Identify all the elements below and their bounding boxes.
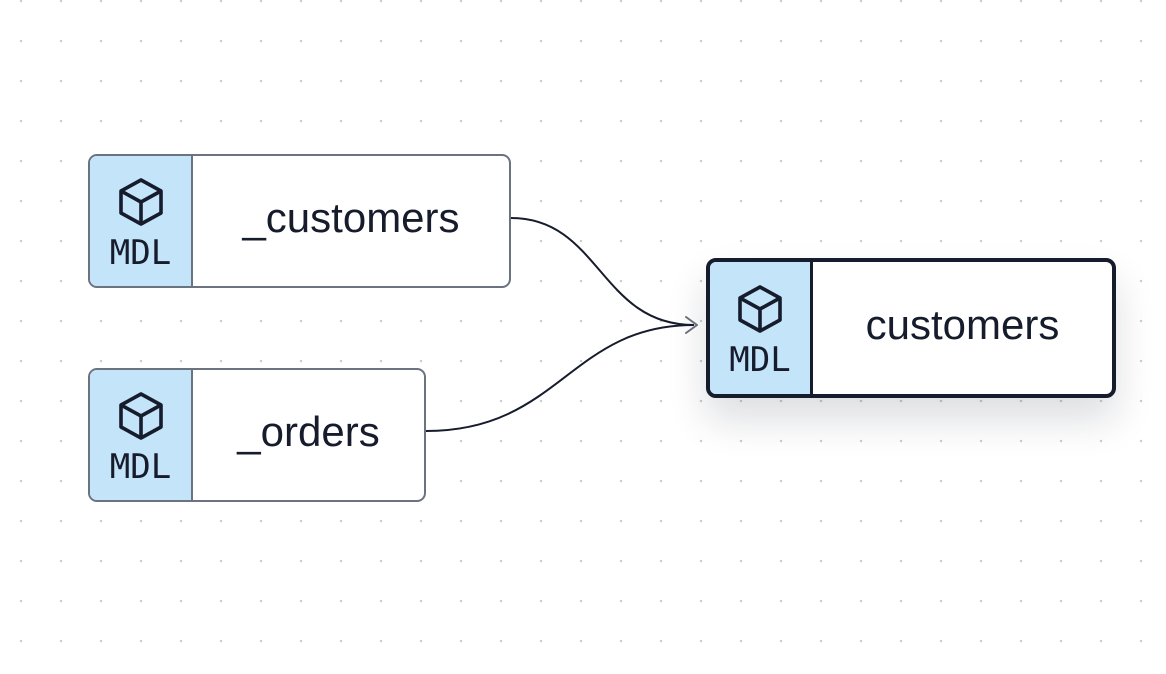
node-label: _customers [242, 194, 460, 241]
model-node-orders-staging[interactable]: MDL _orders [88, 368, 426, 502]
badge-text: MDL [109, 447, 172, 487]
edge-orders-to-customers [425, 324, 695, 432]
cube-icon [118, 178, 163, 226]
cube-icon [738, 285, 782, 333]
cube-icon [118, 392, 163, 440]
badge-text: MDL [109, 233, 172, 273]
node-label: _orders [237, 408, 380, 455]
edge-customers-to-customers [510, 217, 695, 326]
model-node-customers-staging[interactable]: MDL _customers [88, 154, 511, 288]
badge-text: MDL [729, 340, 791, 380]
node-label: customers [865, 301, 1060, 348]
model-node-customers[interactable]: MDL customers [706, 258, 1116, 398]
model-badge: MDL [710, 262, 813, 394]
model-badge: MDL [90, 370, 193, 500]
arrowhead-icon [685, 316, 698, 334]
model-badge: MDL [90, 156, 193, 286]
